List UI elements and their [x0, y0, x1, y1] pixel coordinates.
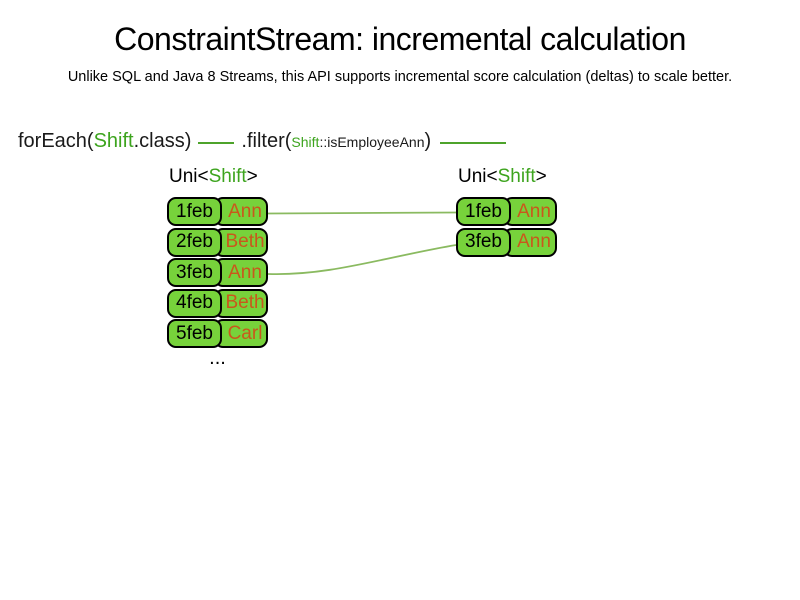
name-cell: Ann — [214, 197, 268, 226]
filter-prefix: .filter( — [241, 130, 292, 152]
date-cell: 3feb — [167, 258, 222, 287]
header-suffix: > — [246, 166, 258, 187]
foreach-shift-token: Shift — [93, 130, 134, 152]
slide-title: ConstraintStream: incremental calculatio… — [114, 21, 686, 57]
link-line-1feb — [267, 211, 457, 215]
date-cell: 1feb — [167, 197, 222, 226]
filter-suffix: ) — [424, 130, 432, 152]
left-stream-ellipsis: ... — [209, 346, 226, 369]
filter-method-token: ::isEmployeeAnn — [319, 134, 425, 150]
foreach-call: forEach(Shift.class) — [18, 130, 191, 153]
left-stream-header: Uni<Shift> — [167, 165, 277, 197]
header-prefix: Uni< — [458, 166, 498, 187]
right-stream-header: Uni<Shift> — [456, 165, 566, 197]
name-cell: Ann — [503, 227, 557, 257]
filter-shift-token: Shift — [291, 134, 320, 150]
name-cell: Carl — [214, 319, 268, 348]
stream-code-expression: forEach(Shift.class) .filter(Shift::isEm… — [18, 130, 507, 156]
header-prefix: Uni< — [169, 166, 209, 187]
foreach-suffix: .class) — [133, 130, 192, 152]
link-line-3feb — [267, 244, 457, 276]
date-cell: 3feb — [456, 227, 511, 257]
name-cell: Ann — [503, 197, 557, 226]
date-cell: 2feb — [167, 227, 222, 257]
code-connector-line-1 — [198, 142, 235, 144]
name-cell: Beth — [214, 288, 268, 318]
header-suffix: > — [535, 166, 547, 187]
slide-subtitle: Unlike SQL and Java 8 Streams, this API … — [67, 69, 733, 85]
date-cell: 5feb — [167, 319, 222, 348]
date-cell: 1feb — [456, 197, 511, 226]
filter-call: .filter(Shift::isEmployeeAnn) — [241, 130, 431, 153]
foreach-prefix: forEach( — [18, 130, 94, 152]
header-shift-token: Shift — [208, 166, 247, 187]
name-cell: Beth — [214, 227, 268, 257]
date-cell: 4feb — [167, 288, 222, 318]
name-cell: Ann — [214, 258, 268, 287]
code-connector-line-2 — [440, 142, 507, 144]
header-shift-token: Shift — [497, 166, 536, 187]
